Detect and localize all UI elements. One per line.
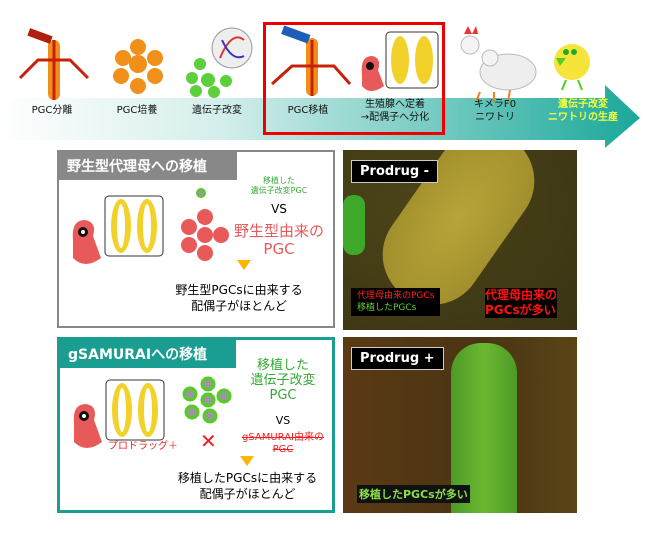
- transplanted-pgc-label: 移植した 遺伝子改変PGC: [250, 176, 308, 195]
- vs-label: VS: [275, 414, 291, 427]
- photo-prodrug-plus: Prodrug + 移植したPGCsが多い: [343, 337, 577, 513]
- chimera-chicken-icon: [460, 26, 537, 103]
- cross-icon: ✕: [200, 429, 217, 453]
- prodrug-label: プロドラッグ＋: [108, 441, 178, 452]
- step-gonad-differentiation: 生殖腺へ定着 →配偶子へ分化: [360, 99, 430, 123]
- panel-title: 野生型代理母への移植: [59, 152, 237, 180]
- result-text: 野生型PGCsに由来する 配偶子がほとんど: [175, 283, 303, 313]
- gene-edit-icon: [186, 27, 253, 98]
- wildtype-pgc-label: 野生型由来の PGC: [233, 222, 324, 258]
- vs-label: VS: [271, 202, 287, 216]
- photo-label: Prodrug +: [351, 347, 444, 370]
- step-pgc-isolation: PGC分離: [31, 105, 73, 116]
- gonad-settle-icon: [361, 31, 439, 91]
- step-gene-edit: 遺伝子改変: [192, 105, 242, 116]
- green-tissue: [343, 195, 365, 255]
- photo-note: 移植したPGCsが多い: [357, 485, 470, 503]
- gonad-image: [451, 343, 517, 513]
- transplant-icon: [270, 25, 352, 96]
- process-arrow: [0, 25, 640, 148]
- panel-wildtype-surrogate: 野生型代理母への移植 移植した 遺伝子改変PGC VS 野生型由来の PGC 野…: [57, 150, 335, 328]
- highlight-box: [263, 22, 445, 135]
- gsamurai-pgc-label: gSAMURAI由来の PGC: [241, 432, 324, 455]
- photo-legend: 代理母由来のPGCs 移植したPGCs: [351, 288, 441, 316]
- down-arrow-icon: [240, 456, 254, 466]
- legend-green: 移植したPGCs: [357, 303, 417, 313]
- photo-prodrug-minus: Prodrug - 代理母由来のPGCs 移植したPGCs 代理母由来の PGC…: [343, 150, 577, 330]
- chick-icon: [554, 44, 590, 91]
- pgc-cells-icon: [181, 188, 229, 261]
- legend-red: 代理母由来のPGCs: [357, 291, 435, 301]
- cultured-pgc-icon: [113, 39, 163, 94]
- photo-label: Prodrug -: [351, 160, 439, 183]
- embryo-gonad-icon: [72, 195, 164, 264]
- down-arrow-icon: [237, 260, 251, 270]
- panel-gsamurai: gSAMURAIへの移植 ✕ プロドラッグ＋ 移植した 遺伝子改変 PGC VS…: [57, 337, 335, 513]
- photo-note: 代理母由来の PGCsが多い: [485, 288, 558, 318]
- result-text: 移植したPGCsに由来する 配偶子がほとんど: [177, 471, 318, 501]
- transplanted-pgc-label: 移植した 遺伝子改変 PGC: [250, 358, 316, 403]
- step-chimera: キメラF0 ニワトリ: [473, 99, 517, 123]
- transplanted-pgc-icon: [182, 376, 232, 424]
- panel-title: gSAMURAIへの移植: [60, 340, 236, 368]
- step-pgc-culture: PGC培養: [116, 105, 158, 116]
- step-gm-chicken: 遺伝子改変 ニワトリの生産: [548, 99, 618, 123]
- embryo-vessel-icon: [18, 28, 90, 100]
- step-pgc-transplant: PGC移植: [287, 105, 329, 116]
- embryo-gonad-icon: [73, 379, 165, 448]
